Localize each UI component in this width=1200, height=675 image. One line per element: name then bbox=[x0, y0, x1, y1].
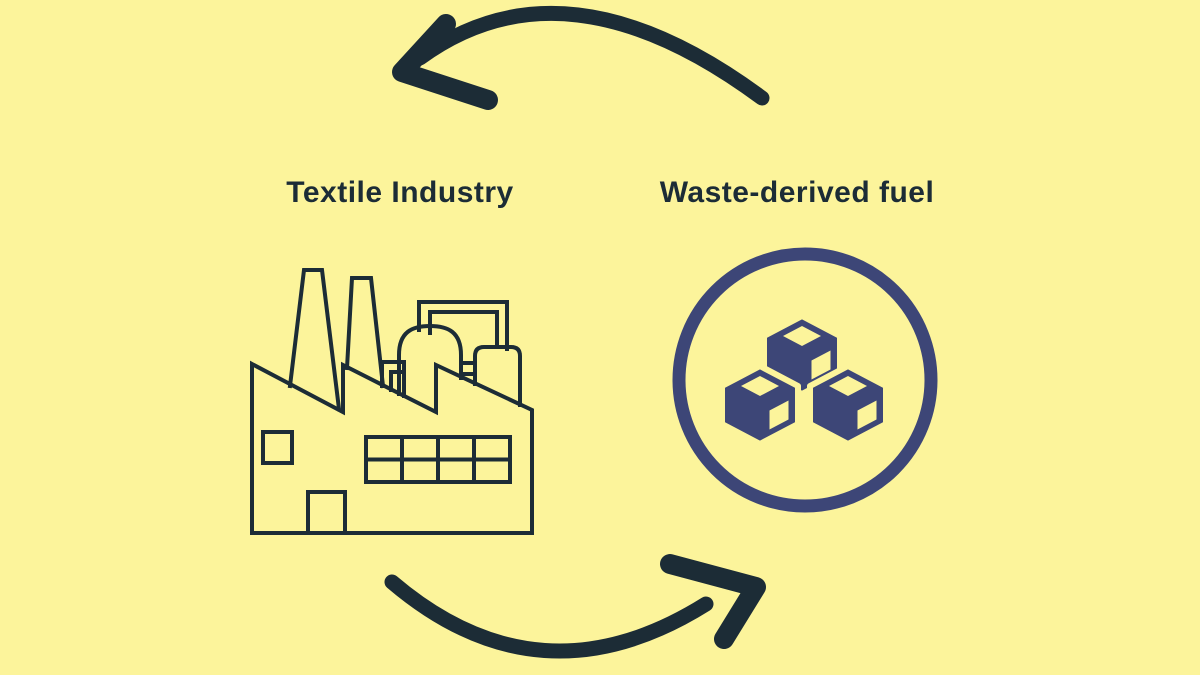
factory-chimney bbox=[287, 268, 342, 412]
cube bbox=[719, 363, 801, 447]
factory-frame bbox=[428, 310, 499, 349]
factory-frame bbox=[417, 300, 509, 351]
factory-door bbox=[306, 490, 347, 535]
factory-tank bbox=[473, 345, 522, 407]
arrow-left-icon bbox=[392, 6, 770, 110]
factory-icon bbox=[250, 268, 534, 535]
factory-building bbox=[250, 360, 534, 535]
factory-windows bbox=[364, 435, 512, 484]
circle-ring bbox=[672, 247, 938, 513]
factory-pipes bbox=[459, 361, 477, 376]
arrow-right-icon bbox=[384, 554, 766, 659]
label-waste-derived-fuel: Waste-derived fuel bbox=[659, 176, 935, 209]
factory-dome bbox=[397, 323, 463, 396]
cube bbox=[761, 313, 843, 397]
factory-chimney bbox=[344, 276, 386, 389]
fuel-cubes-icon bbox=[672, 247, 938, 513]
factory-structure bbox=[380, 360, 406, 398]
label-textile-industry: Textile Industry bbox=[286, 176, 514, 209]
cube bbox=[807, 363, 889, 447]
factory-small-window bbox=[261, 430, 294, 465]
